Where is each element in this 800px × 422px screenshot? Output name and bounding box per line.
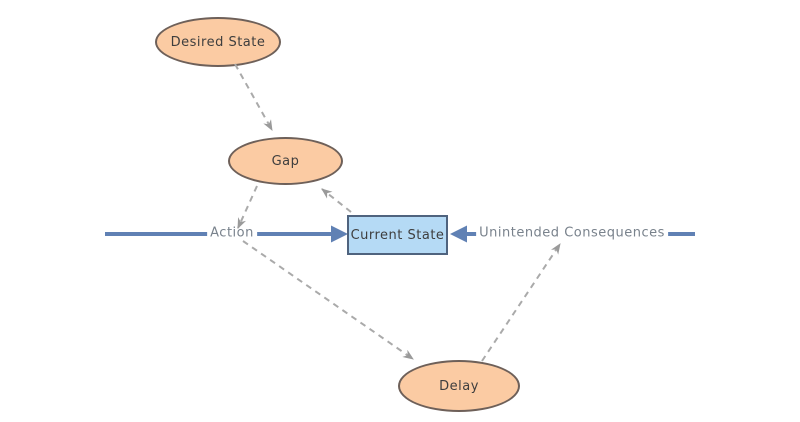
edge-label-action[interactable]: Action	[207, 225, 257, 241]
edge-label-unintended-consequences[interactable]: Unintended Consequences	[476, 225, 668, 241]
node-desired-state[interactable]: Desired State	[155, 17, 281, 67]
node-current-state[interactable]: Current State	[347, 215, 448, 255]
node-current-state-label: Current State	[350, 227, 445, 243]
node-delay[interactable]: Delay	[398, 360, 520, 412]
node-gap[interactable]: Gap	[228, 137, 343, 185]
node-delay-label: Delay	[439, 378, 479, 394]
node-gap-label: Gap	[271, 153, 300, 169]
action-flow-arrowhead-icon	[331, 225, 348, 243]
node-desired-state-label: Desired State	[170, 34, 266, 50]
consequences-flow-arrowhead-icon	[450, 225, 467, 243]
